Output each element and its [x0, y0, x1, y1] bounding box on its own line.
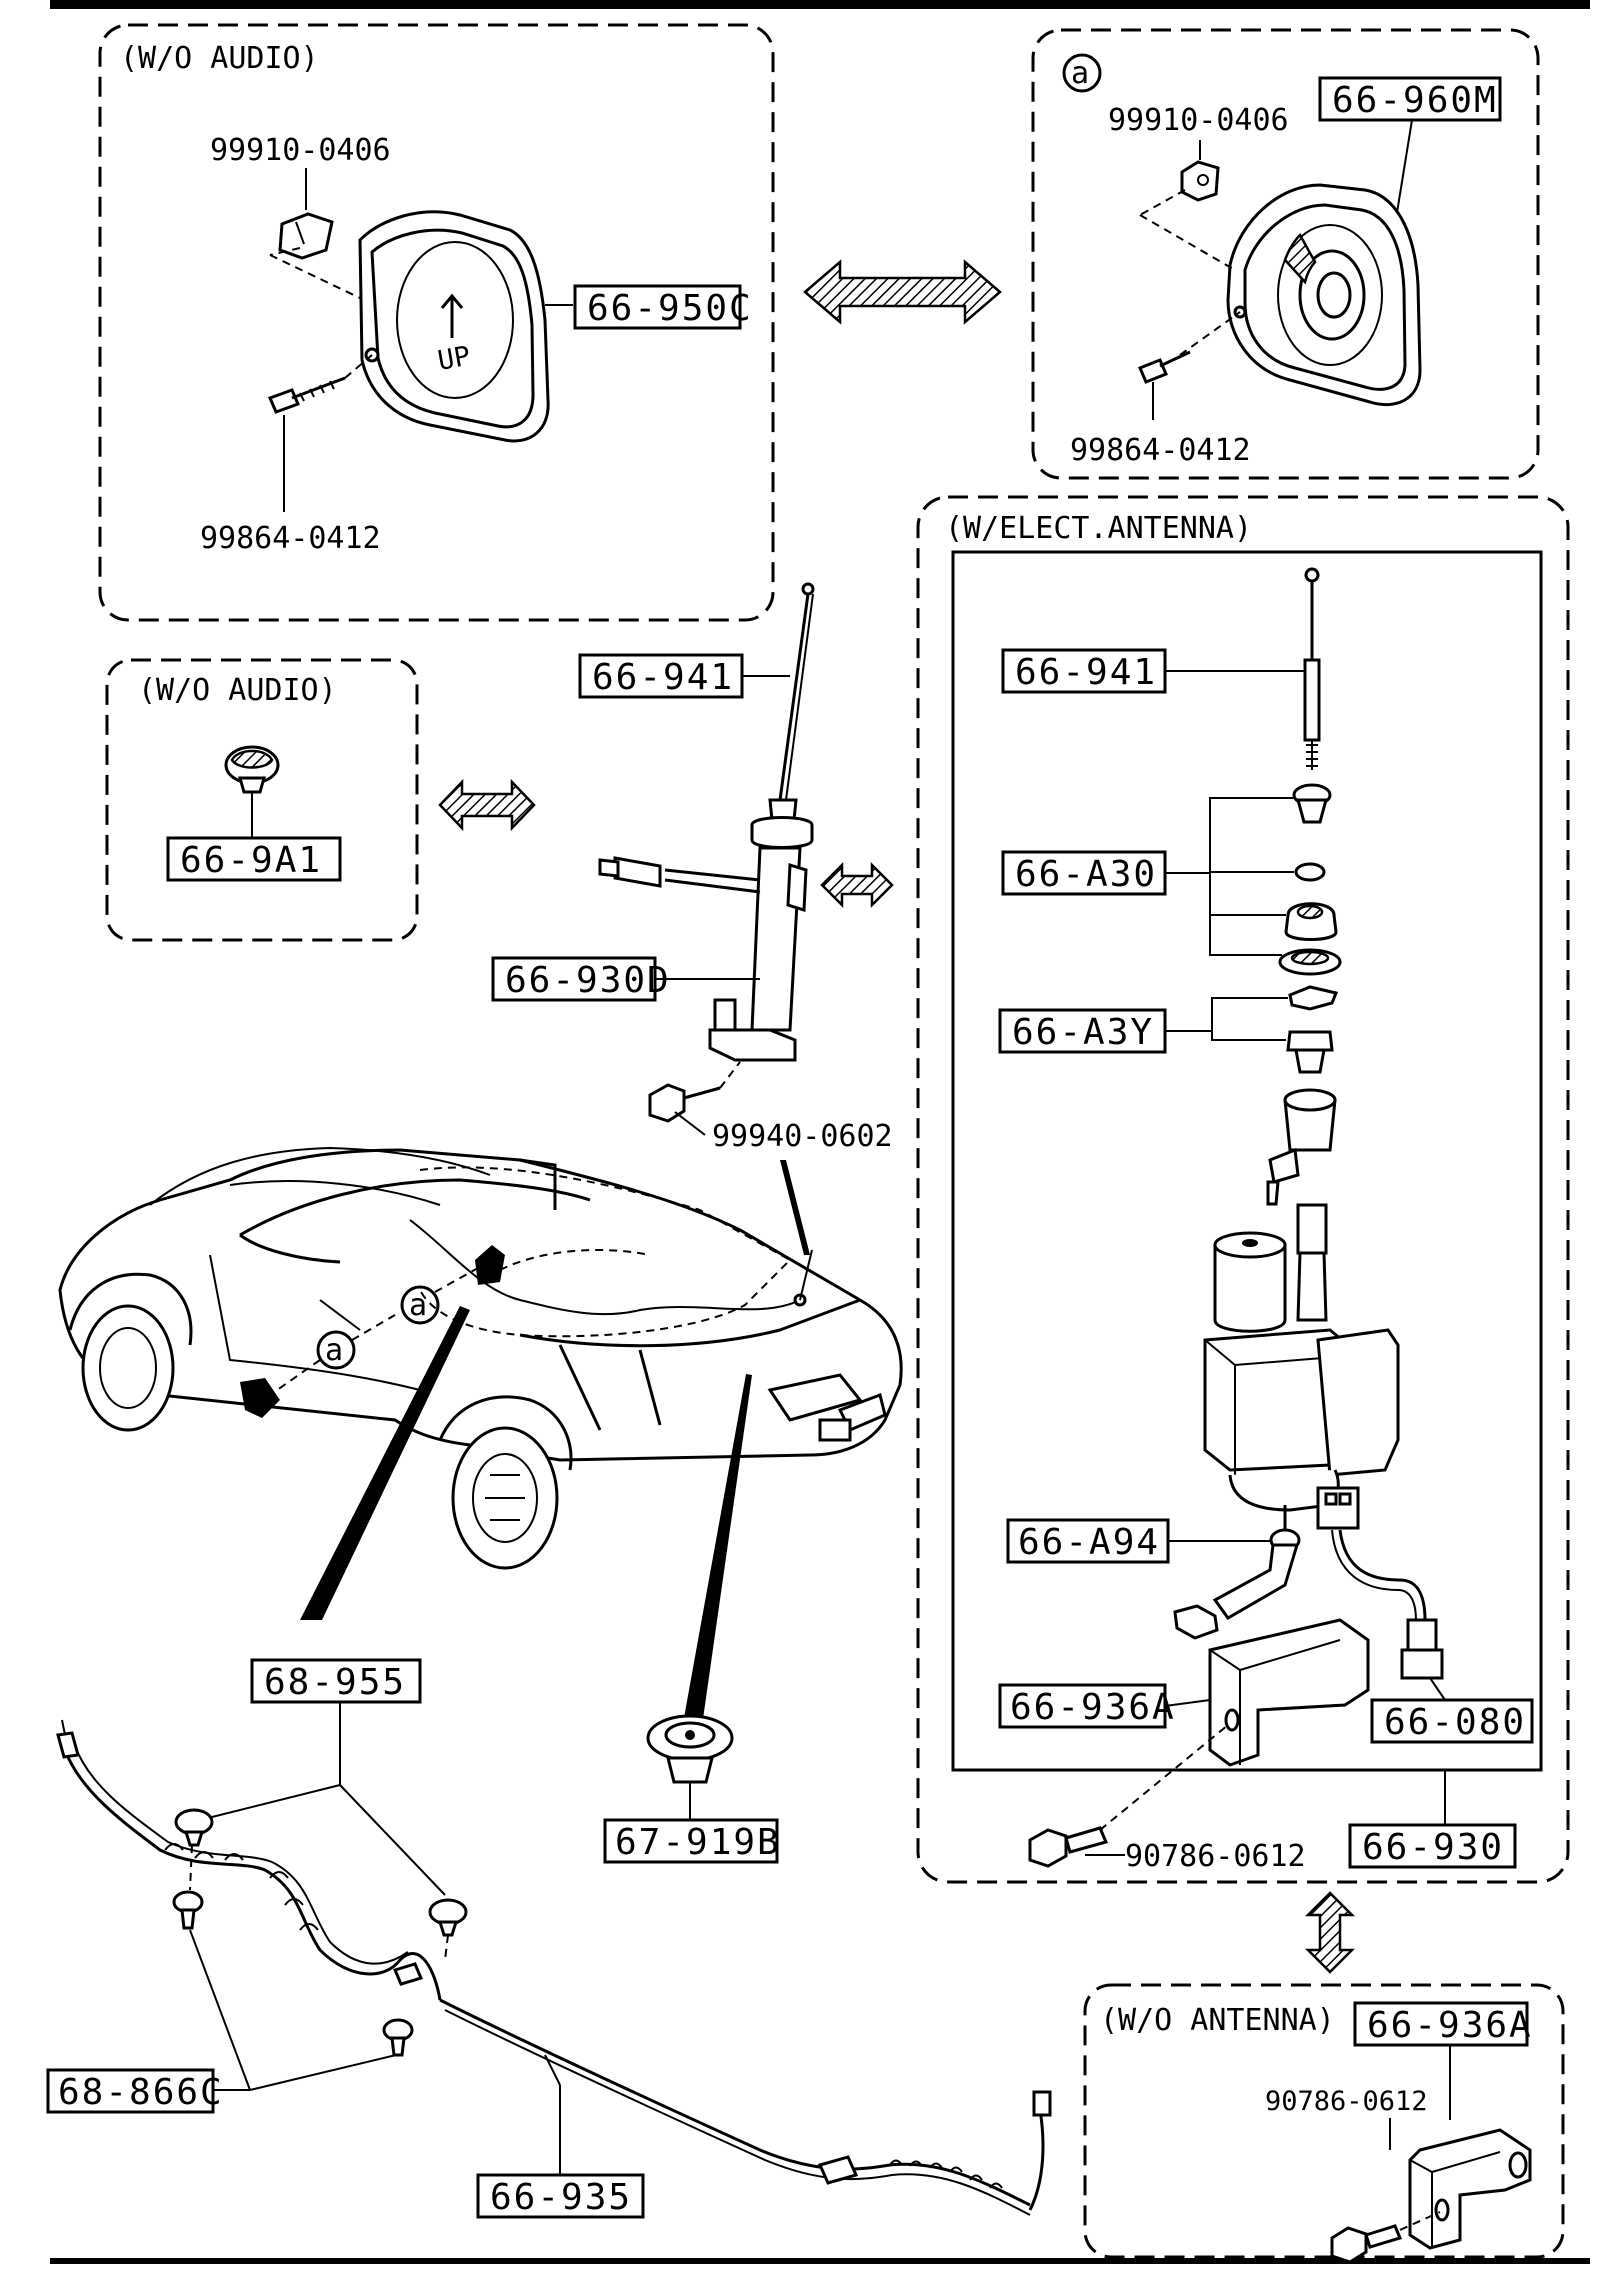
part-label-feeder: 66-935 [490, 2177, 632, 2218]
part-box-speaker-cover [573, 284, 742, 330]
car-callout-a-1: a [325, 1333, 343, 1368]
rear-wheel [438, 1395, 573, 1570]
harness-assembly: 68-955 68-866C [46, 1658, 1052, 2219]
part-label-connector: 66-080 [1384, 1702, 1526, 1743]
bracket-wo-icon [1408, 2128, 1532, 2250]
part-label-bolt-bracket-wo: 90786-0612 [1265, 2086, 1428, 2117]
part-box-bracket-wo [1353, 2001, 1529, 2047]
front-wheel [68, 1272, 193, 1432]
part-label-clips: 68-866C [58, 2072, 224, 2113]
part-label-nut-clip-1: 99910-0406 [210, 133, 391, 168]
double-arrow-speaker [803, 259, 1002, 325]
part-label-speaker-cover: 66-950C [587, 288, 753, 329]
double-arrow-vertical [1304, 1891, 1356, 1974]
cap-icon [224, 745, 280, 794]
part-label-bracket: 66-936A [1010, 1687, 1176, 1728]
part-label-mast-manual: 66-941 [592, 657, 734, 698]
speaker-icon [1226, 183, 1422, 407]
leader-wedge-grommet [680, 1374, 752, 1740]
part-label-mast-elect: 66-941 [1015, 652, 1157, 693]
group-wo-audio-speaker: (W/O AUDIO) 99910-0406 UP 66-950C [98, 23, 775, 622]
part-box-speaker [1318, 76, 1502, 122]
bottom-rule [50, 2258, 1590, 2264]
group-label-wo-antenna: (W/O ANTENNA) [1100, 2003, 1335, 2038]
svg-text:UP: UP [435, 341, 472, 377]
part-label-antenna-elect: 66-930 [1362, 1827, 1504, 1868]
screw-2-icon [1138, 350, 1191, 384]
part-label-drain-tube: 66-A94 [1018, 1522, 1160, 1563]
part-box-mast-elect [1001, 648, 1167, 694]
leader-wedge-harness [300, 1306, 470, 1620]
car-speaker-rear [475, 1245, 505, 1285]
group-label-wo-audio-cap: (W/O AUDIO) [138, 673, 337, 708]
callout-marker-a-letter: a [1071, 56, 1089, 91]
part-label-cap: 66-9A1 [180, 840, 322, 881]
part-label-speaker: 66-960M [1332, 80, 1498, 121]
part-box-nut-kit [998, 1008, 1167, 1054]
part-label-grommet: 67-919B [615, 1822, 781, 1863]
part-label-seal-kit: 66-A30 [1015, 854, 1157, 895]
part-label-screw-2: 99864-0412 [1070, 433, 1251, 468]
group-speaker-a: a 99910-0406 66-960M 99864-0412 [1031, 28, 1540, 480]
part-label-harness: 68-955 [264, 1662, 406, 1703]
part-label-nut-clip-2: 99910-0406 [1108, 103, 1289, 138]
callout-marker-a [1062, 53, 1102, 93]
nut-clip-2-icon [1180, 140, 1220, 202]
car-speaker-door [240, 1378, 280, 1418]
part-label-antenna-manual: 66-930D [505, 960, 671, 1001]
part-box-clips [46, 2068, 215, 2114]
part-box-harness [250, 1658, 422, 1704]
part-box-grommet [603, 1818, 779, 1864]
leader-wedge-antenna [780, 1160, 810, 1255]
part-label-bolt-antenna: 99940-0602 [712, 1119, 893, 1154]
part-label-bolt-bracket: 90786-0612 [1125, 1839, 1306, 1874]
group-label-wo-audio-speaker: (W/O AUDIO) [120, 41, 319, 76]
part-box-cap [166, 836, 342, 882]
speaker-cover-icon: UP [358, 210, 550, 443]
double-arrow-antenna [820, 861, 894, 909]
screw-icon [267, 376, 346, 414]
part-label-bracket-wo: 66-936A [1367, 2005, 1533, 2046]
antenna-motor-icon [1203, 1231, 1400, 1512]
part-box-connector [1370, 1698, 1534, 1744]
part-box-bracket [998, 1683, 1167, 1729]
group-wo-audio-cap: (W/O AUDIO) 66-9A1 [105, 658, 419, 942]
nut-clip-icon [278, 168, 334, 260]
part-box-feeder [476, 2173, 645, 2219]
part-label-nut-kit: 66-A3Y [1012, 1012, 1154, 1053]
part-box-antenna-elect [1348, 1823, 1517, 1869]
double-arrow-cap [438, 778, 536, 832]
car-callout-a-2: a [409, 1288, 427, 1323]
top-rule [50, 0, 1590, 9]
group-label-w-elect-antenna: (W/ELECT.ANTENNA) [945, 511, 1252, 546]
manual-antenna: 66-941 66-930D 99940-0602 [491, 582, 893, 1154]
group-w-elect-antenna: (W/ELECT.ANTENNA) 66-941 66-A30 66-A3Y [916, 495, 1570, 1884]
part-box-mast-manual [578, 653, 744, 699]
part-box-seal-kit [1001, 850, 1167, 896]
vehicle-drawing: a a [58, 1146, 903, 1740]
part-label-screw-1: 99864-0412 [200, 521, 381, 556]
group-wo-antenna: (W/O ANTENNA) 66-936A 90786-0612 [1083, 1983, 1565, 2264]
part-box-antenna-manual [491, 956, 657, 1002]
grommet-icon [646, 1714, 734, 1784]
